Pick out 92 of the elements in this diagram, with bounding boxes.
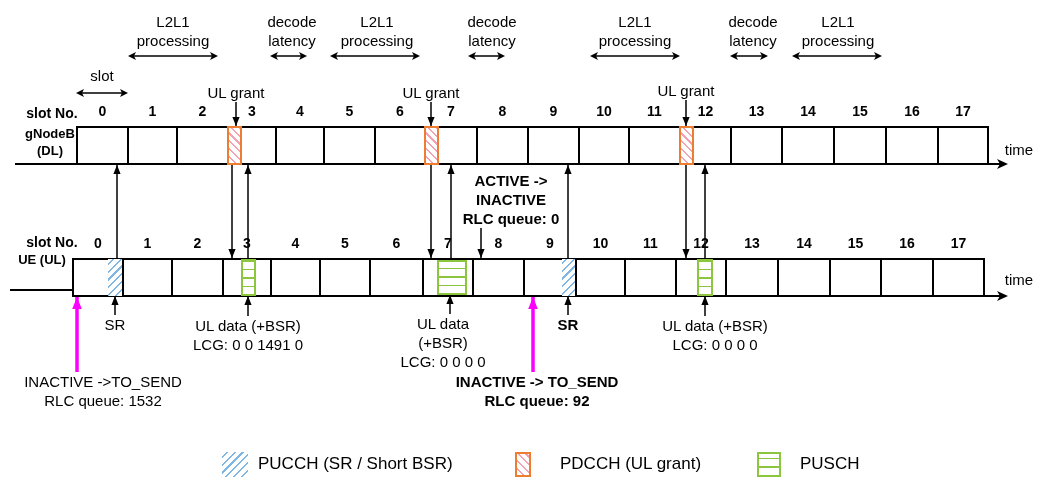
legend-label: PUCCH (SR / Short BSR) [258, 454, 453, 474]
slot-number: 11 [646, 102, 663, 120]
annotation-text: ACTIVE -> INACTIVE [473, 171, 549, 209]
legend-label: PDCCH (UL grant) [560, 454, 702, 474]
annotation-text: LCG: 0 0 0 0 [399, 352, 487, 371]
pusch-block [437, 260, 467, 295]
annotation-text: UL grant [401, 83, 461, 102]
row-label: time [1003, 140, 1035, 159]
annotation-text: SR [103, 315, 127, 334]
slot-number: 1 [142, 234, 153, 252]
arrow [427, 164, 435, 259]
slot-number: 3 [247, 102, 257, 120]
slot-number: 9 [548, 102, 559, 120]
annotation-text: SR [556, 315, 580, 334]
slot-number: 6 [391, 234, 402, 252]
annotation-text: UL data (+BSR) [661, 316, 769, 335]
slot-number: 13 [743, 234, 761, 252]
interval-label: L2L1 processing [135, 12, 211, 50]
slot-number: 4 [295, 102, 305, 120]
slot-number: 0 [93, 234, 103, 252]
arrow [477, 227, 485, 259]
arrow [427, 101, 435, 127]
slot-number: 15 [846, 234, 865, 252]
interval-label: L2L1 processing [597, 12, 673, 50]
slot-number: 9 [545, 234, 555, 252]
pucch-block [562, 259, 575, 296]
arrow [447, 164, 455, 261]
arrow [232, 101, 240, 127]
annotation-text: UL data (+BSR) [416, 314, 470, 352]
annotation-text: UL data (+BSR) [194, 316, 302, 335]
slot-number: 1 [147, 102, 158, 120]
arrow [446, 294, 454, 315]
slot-number: 17 [954, 102, 972, 120]
row-label: slot No. [25, 233, 79, 252]
slot-number: 15 [851, 102, 869, 120]
interval-label: L2L1 processing [339, 12, 415, 50]
interval-label: decode latency [466, 12, 518, 50]
row-label: UE (UL) [18, 251, 66, 268]
slot-number: 6 [395, 102, 405, 120]
slot-number: 8 [497, 102, 508, 120]
interval-label: decode latency [727, 12, 779, 50]
row-label: slot [89, 66, 115, 85]
highlight-arrow [528, 297, 538, 372]
annotation-text: INACTIVE ->TO_SEND [23, 372, 183, 391]
pdcch-block [424, 126, 439, 165]
arrow [564, 164, 572, 260]
arrow [228, 164, 236, 259]
row-label: gNodeB (DL) [24, 125, 76, 159]
highlight-arrow [72, 297, 82, 372]
annotation-text: UL grant [656, 81, 716, 100]
slot-number: 2 [192, 234, 203, 252]
annotation-text: INACTIVE -> TO_SEND [454, 372, 620, 391]
interval-label: L2L1 processing [800, 12, 876, 50]
pusch-block [241, 259, 256, 296]
pdcch-block [679, 126, 694, 165]
interval-label: decode latency [266, 12, 318, 50]
slot-number: 10 [595, 102, 613, 120]
slot-number: 11 [642, 234, 659, 252]
slot-number: 16 [898, 234, 916, 252]
annotation-text: UL grant [206, 83, 266, 102]
arrow [682, 99, 690, 127]
annotation-text: LCG: 0 0 0 0 [671, 335, 759, 354]
arrow [111, 295, 119, 316]
slot-number: 12 [696, 102, 715, 120]
slot-number: 4 [290, 234, 301, 252]
slot-number: 5 [340, 234, 350, 252]
row-label: time [1003, 270, 1035, 289]
slot-number: 0 [97, 102, 108, 120]
arrow [113, 164, 121, 260]
slot-number: 5 [344, 102, 355, 120]
slot-number: 17 [949, 234, 968, 252]
annotation-text: LCG: 0 0 1491 0 [191, 335, 305, 354]
arrow [564, 295, 572, 316]
slot-number: 13 [747, 102, 766, 120]
arrow [244, 295, 252, 317]
slot-number: 10 [591, 234, 610, 252]
slot-number: 14 [795, 234, 813, 252]
legend-label: PUSCH [800, 454, 860, 474]
slot-number: 14 [799, 102, 817, 120]
slot-number: 8 [493, 234, 504, 252]
arrow [682, 164, 690, 259]
row-label: slot No. [25, 104, 79, 123]
slot-number: 16 [903, 102, 921, 120]
slot-number: 7 [446, 102, 456, 120]
pdcch-block [227, 126, 242, 165]
arrow [701, 295, 709, 317]
annotation-text: RLC queue: 92 [483, 391, 591, 410]
pucch-block [108, 259, 122, 296]
annotation-text: RLC queue: 1532 [43, 391, 163, 410]
slot-number: 2 [197, 102, 208, 120]
pusch-block [697, 259, 713, 296]
annotation-text: RLC queue: 0 [461, 209, 561, 228]
